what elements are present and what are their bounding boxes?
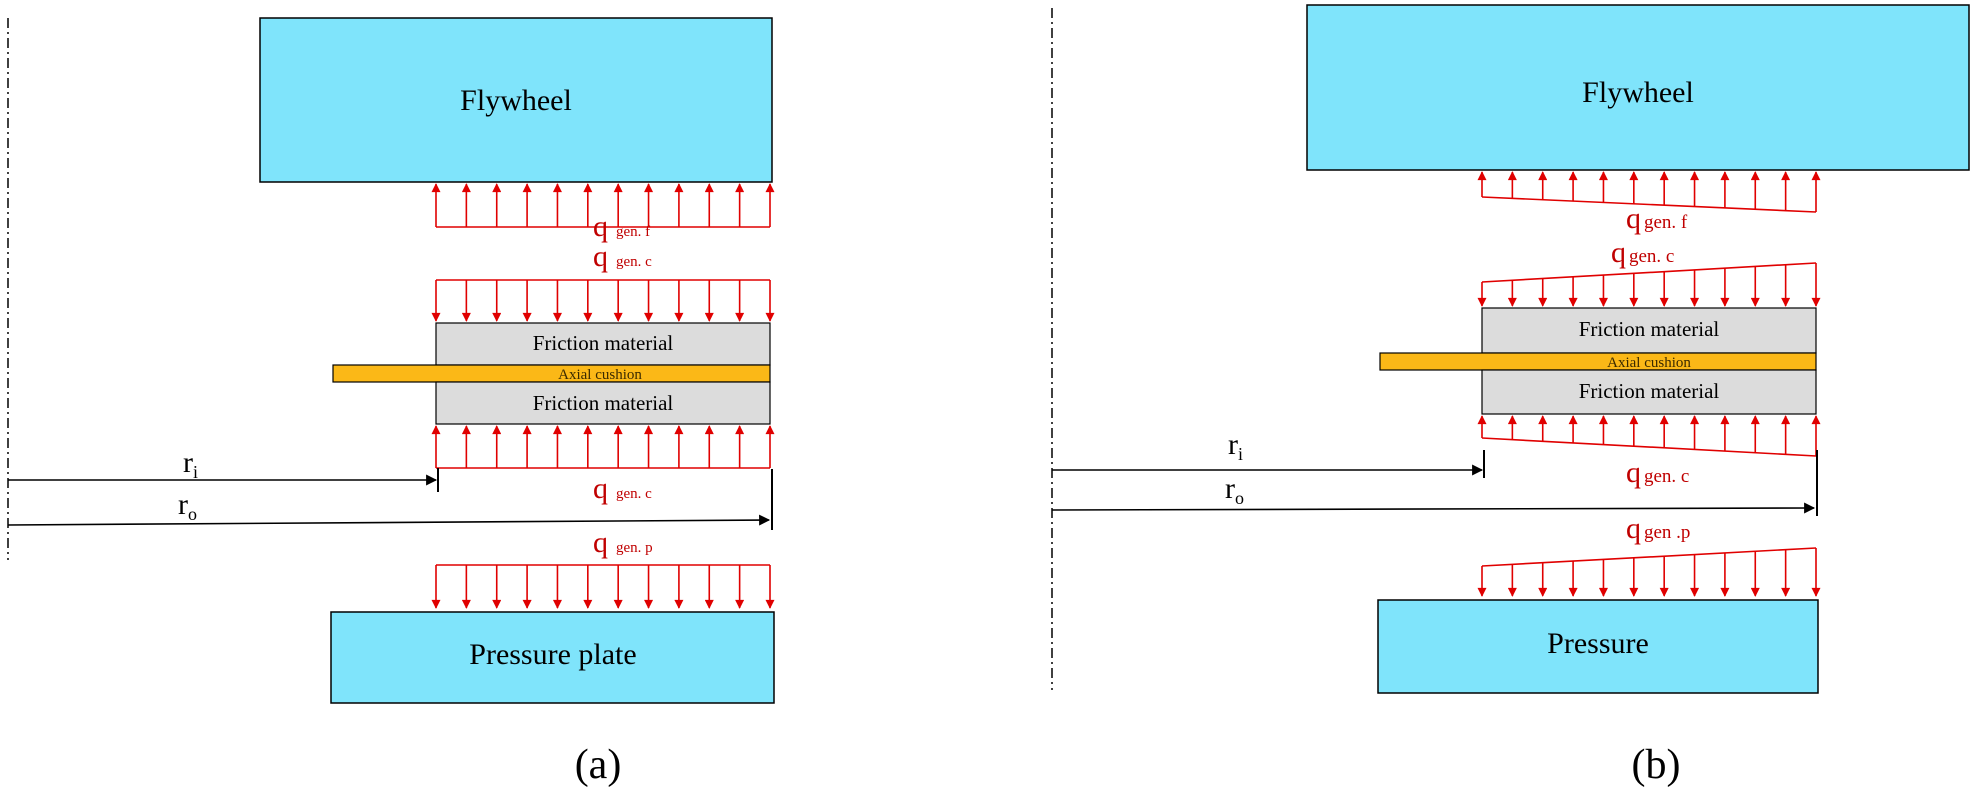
q-gen-f-b-baseline — [1481, 196, 1817, 213]
pressure-plate-block-b — [1377, 599, 1819, 694]
ro-dimension-line-b — [1051, 502, 1816, 514]
friction-material-bottom-label-b: Friction material — [1579, 379, 1720, 403]
ri-label-a: ri — [183, 446, 198, 482]
pressure-plate-label-b: Pressure — [1547, 627, 1649, 660]
q-gen-f-arrows-a — [431, 183, 775, 228]
q-gen-f-arrows-b — [1477, 171, 1821, 213]
pressure-plate-block-a — [330, 611, 775, 704]
panel-caption-a: (a) — [575, 742, 622, 788]
axial-cushion-b — [1379, 352, 1817, 371]
pressure-plate-label-a: Pressure plate — [469, 638, 636, 671]
q-gen-c-bottom-b-baseline — [1481, 437, 1817, 457]
q-gen-c-bottom-arrows-b — [1477, 415, 1821, 457]
flywheel-block-a — [259, 17, 773, 183]
q-gen-c-top-b-baseline — [1481, 262, 1817, 283]
ro-dimension-line-a — [7, 514, 771, 526]
axial-cushion-label-b: Axial cushion — [1607, 355, 1691, 371]
axial-cushion-label-a: Axial cushion — [558, 367, 642, 383]
friction-material-top-label-b: Friction material — [1579, 317, 1720, 341]
q-gen-p-b-baseline — [1481, 547, 1817, 567]
q-gen-c-top-arrows-a — [431, 279, 775, 322]
ro-label-b: ro — [1225, 472, 1244, 508]
q-gen-c-bottom-arrows-a — [431, 425, 775, 469]
ri-label-b: ri — [1228, 428, 1243, 464]
flywheel-label-a: Flywheel — [460, 84, 572, 117]
q-gen-p-arrows-b — [1477, 547, 1821, 597]
ro-label-a: ro — [178, 488, 197, 524]
flywheel-block-b — [1306, 4, 1970, 171]
friction-material-top-label-a: Friction material — [533, 331, 674, 355]
q-gen-c-top-arrows-b — [1477, 262, 1821, 307]
axial-cushion-a — [332, 364, 771, 383]
friction-material-bottom-label-a: Friction material — [533, 391, 674, 415]
friction-material-top-a — [435, 322, 771, 366]
panel-caption-b: (b) — [1632, 742, 1681, 788]
friction-material-bottom-a — [435, 381, 771, 425]
friction-material-bottom-b — [1481, 369, 1817, 415]
flywheel-label-b: Flywheel — [1582, 76, 1694, 109]
q-gen-p-arrows-a — [431, 564, 775, 609]
friction-material-top-b — [1481, 307, 1817, 354]
